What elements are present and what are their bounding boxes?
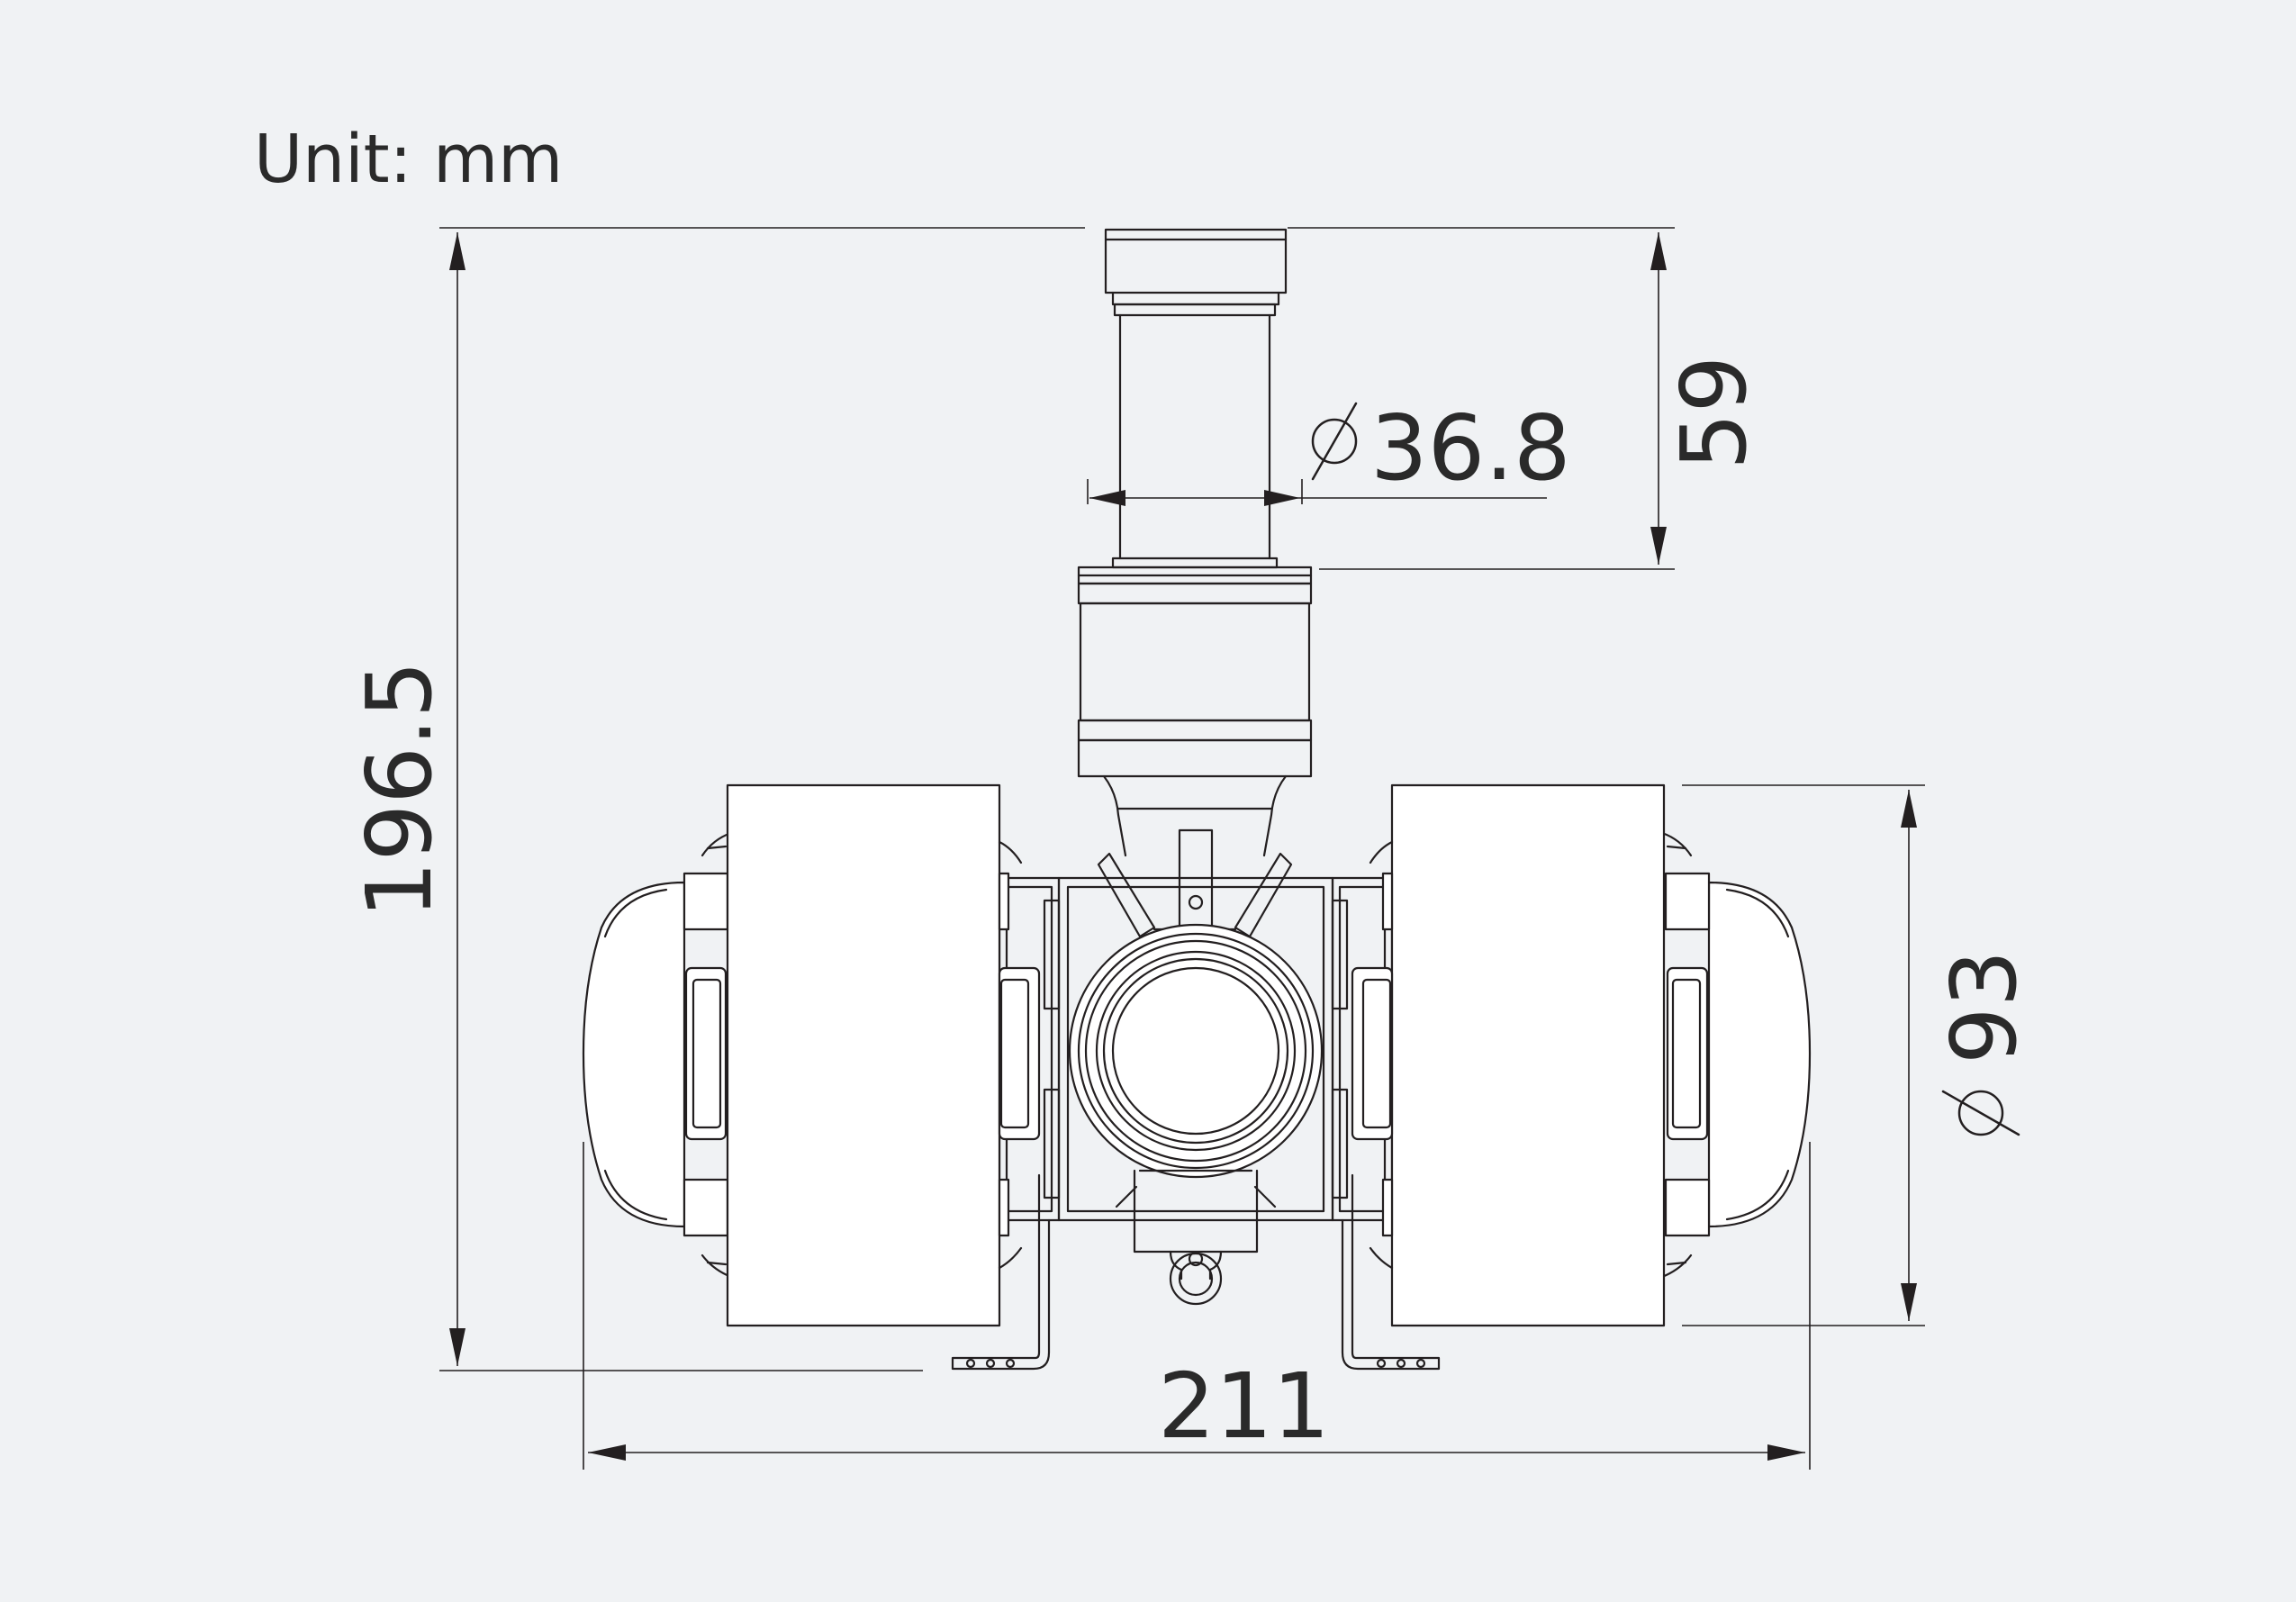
width-total-label: 211: [1158, 1353, 1330, 1459]
left-wheel: [582, 783, 1041, 1327]
wheel-diameter-label: 93: [1931, 950, 2037, 1064]
hub: [1057, 828, 1334, 1306]
diameter-symbol-icon: [1311, 418, 1358, 465]
part-outline: [582, 228, 1812, 1371]
right-wheel: [1351, 783, 1812, 1327]
tube-diameter-label: 36.8: [1370, 395, 1571, 501]
tube-diameter-label-group: 36.8: [1311, 395, 1571, 501]
wheel-diameter-label-group: 93: [1931, 950, 2037, 1136]
unit-label: Unit: mm: [254, 121, 563, 198]
collar: [1077, 566, 1313, 778]
top-pipe: [1104, 228, 1288, 569]
height-total-label: 196.5: [347, 661, 452, 919]
tube-height-label: 59: [1661, 356, 1767, 470]
dimension-lines: [439, 227, 1925, 1470]
diameter-symbol-icon: [1957, 1090, 2004, 1136]
